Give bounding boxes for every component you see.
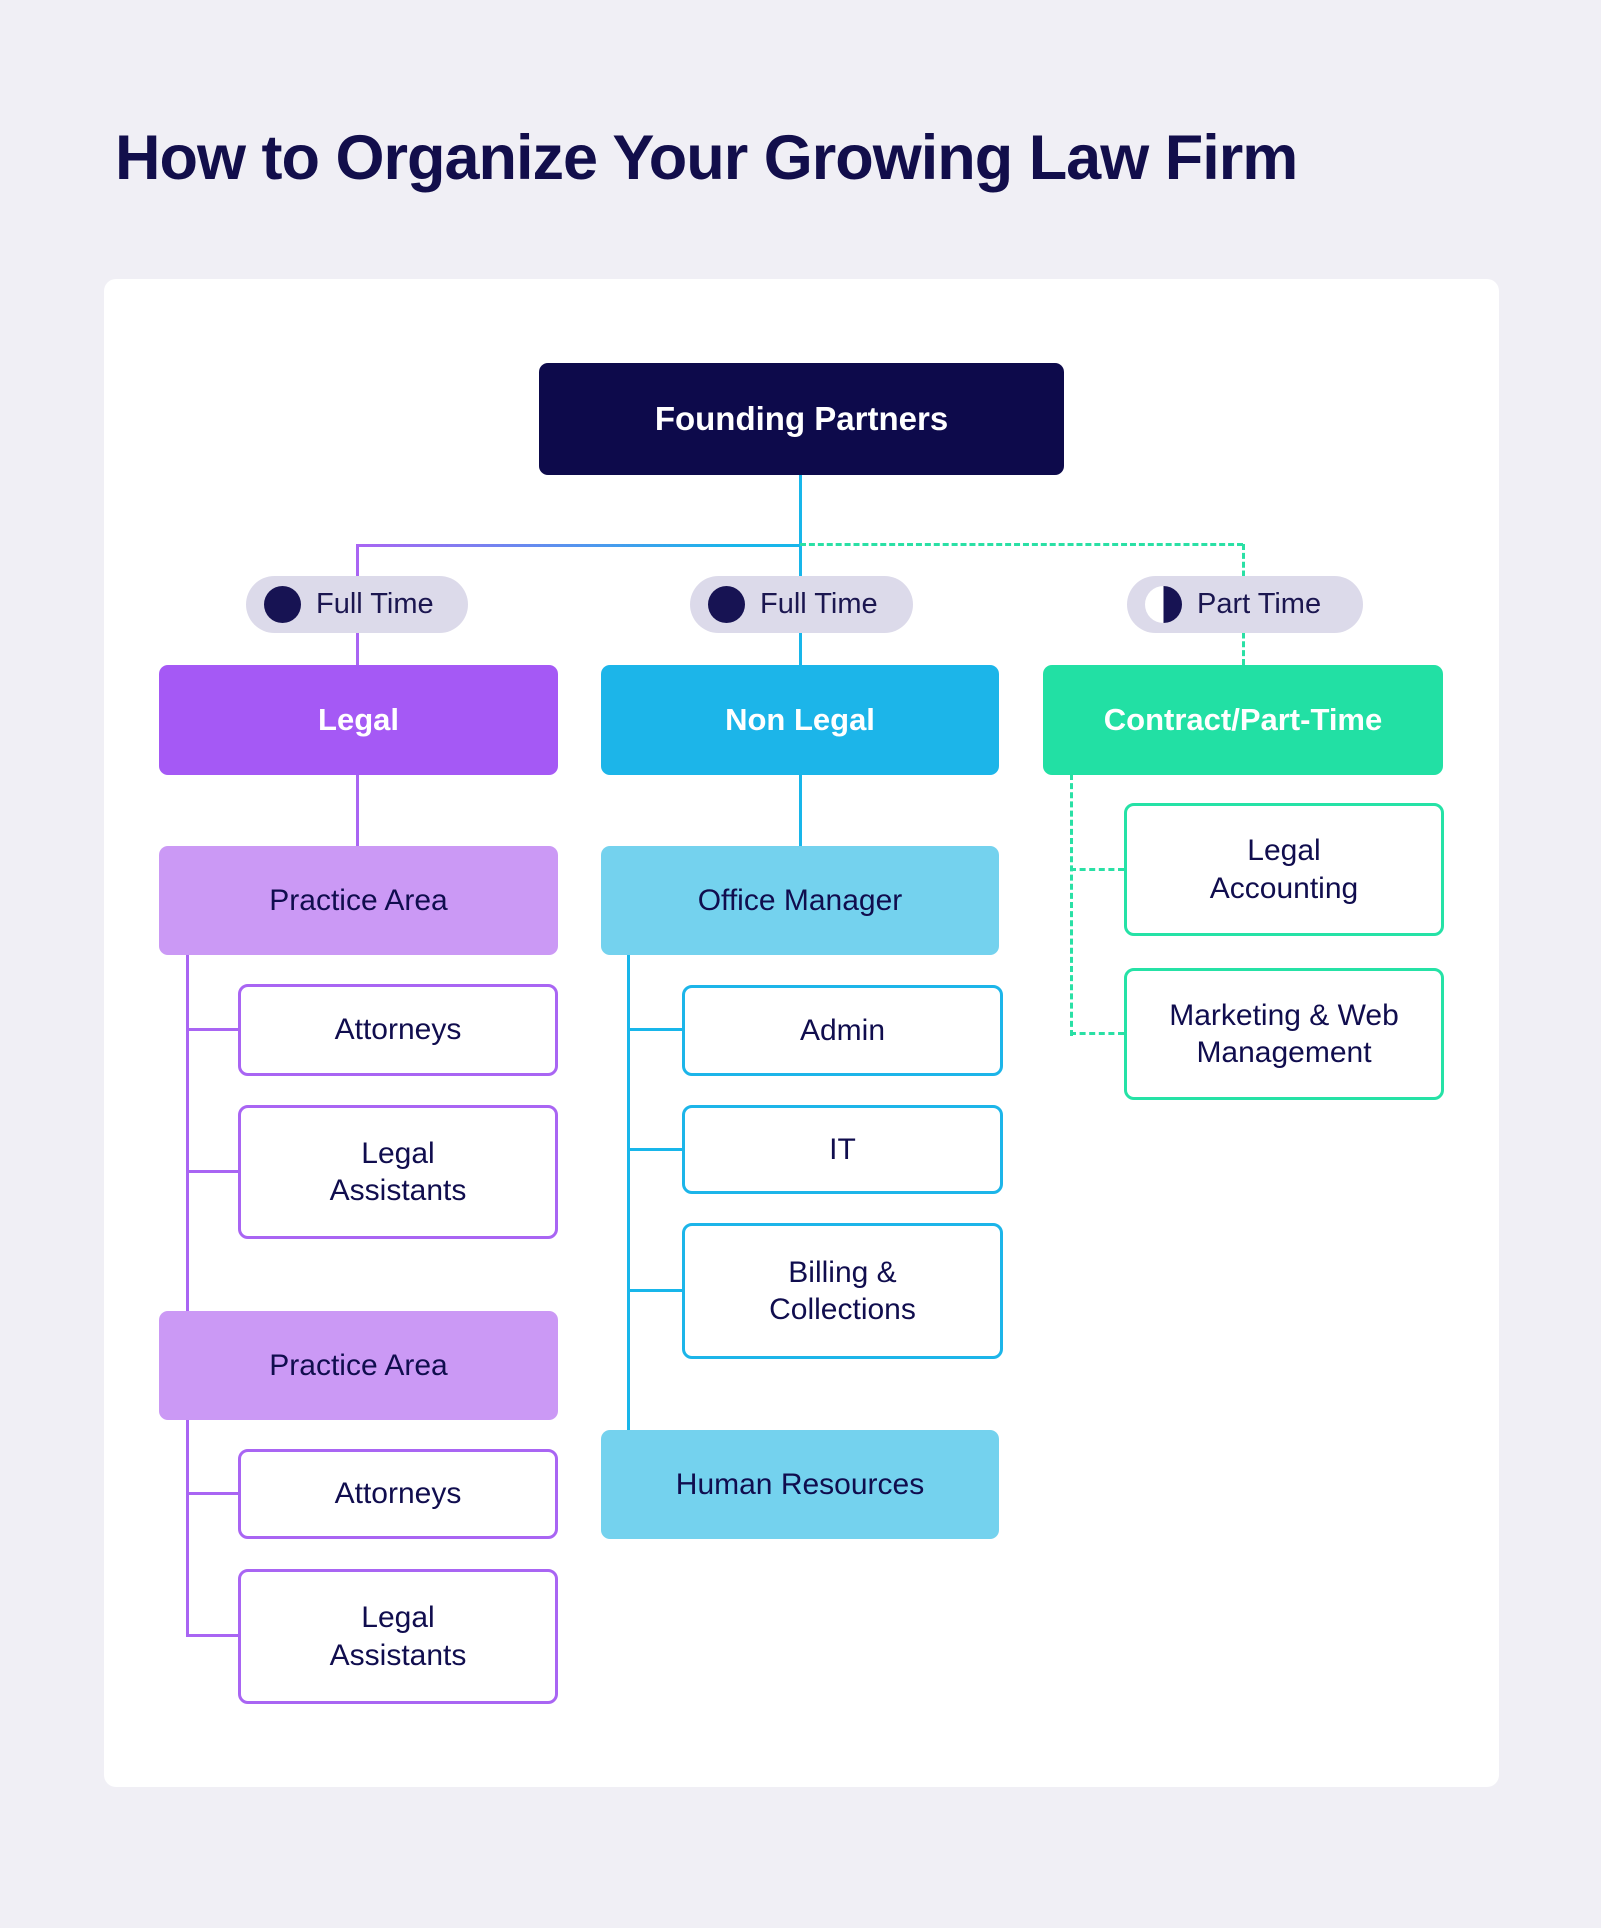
node-attorneys-2: Attorneys [238,1449,558,1539]
connector-stub-marketing [1070,1032,1124,1035]
connector-horizontal-left-gradient [357,544,800,547]
connector-stub-billing [627,1289,682,1292]
connector-legal-to-practice-area [356,775,359,846]
node-contract-part-time: Contract/Part-Time [1043,665,1443,775]
connector-practice-area-1-spine [186,955,189,1311]
connector-stub-it [627,1148,682,1151]
connector-stub-attorneys-2 [186,1492,238,1495]
badge-label: Full Time [316,588,434,620]
connector-horizontal-right-dashed [800,543,1243,546]
connector-stub-legal-accounting [1070,868,1124,871]
badge-label: Full Time [760,588,878,620]
node-founding-partners: Founding Partners [539,363,1064,475]
connector-nonlegal-to-office-manager [799,775,802,847]
connector-stub-legal-assistants-1 [186,1170,238,1173]
connector-stub-legal-assistants-2 [186,1634,238,1637]
connector-stub-admin [627,1028,682,1031]
node-attorneys-1: Attorneys [238,984,558,1076]
node-legal-assistants-1: Legal Assistants [238,1105,558,1239]
node-admin: Admin [682,985,1003,1076]
badge-full-time-nonlegal: Full Time [690,576,913,633]
half-circle-icon [1145,586,1182,623]
connector-stub-attorneys-1 [186,1028,238,1031]
full-circle-icon [708,586,745,623]
full-circle-icon [264,586,301,623]
node-legal-accounting: Legal Accounting [1124,803,1444,936]
node-legal-assistants-2: Legal Assistants [238,1569,558,1704]
node-practice-area-2: Practice Area [159,1311,558,1420]
node-billing-collections: Billing & Collections [682,1223,1003,1359]
node-human-resources: Human Resources [601,1430,999,1539]
node-practice-area-1: Practice Area [159,846,558,955]
connector-office-manager-spine [627,955,630,1430]
node-marketing-web-management: Marketing & Web Management [1124,968,1444,1100]
node-office-manager: Office Manager [601,846,999,955]
badge-label: Part Time [1197,588,1322,620]
node-it: IT [682,1105,1003,1194]
node-legal: Legal [159,665,558,775]
connector-root-vertical [799,475,802,665]
connector-practice-area-2-spine [186,1420,189,1637]
page-title: How to Organize Your Growing Law Firm [115,123,1298,193]
connector-contract-spine-dashed [1070,774,1073,1036]
badge-part-time-contract: Part Time [1127,576,1363,633]
node-non-legal: Non Legal [601,665,999,775]
badge-full-time-legal: Full Time [246,576,468,633]
